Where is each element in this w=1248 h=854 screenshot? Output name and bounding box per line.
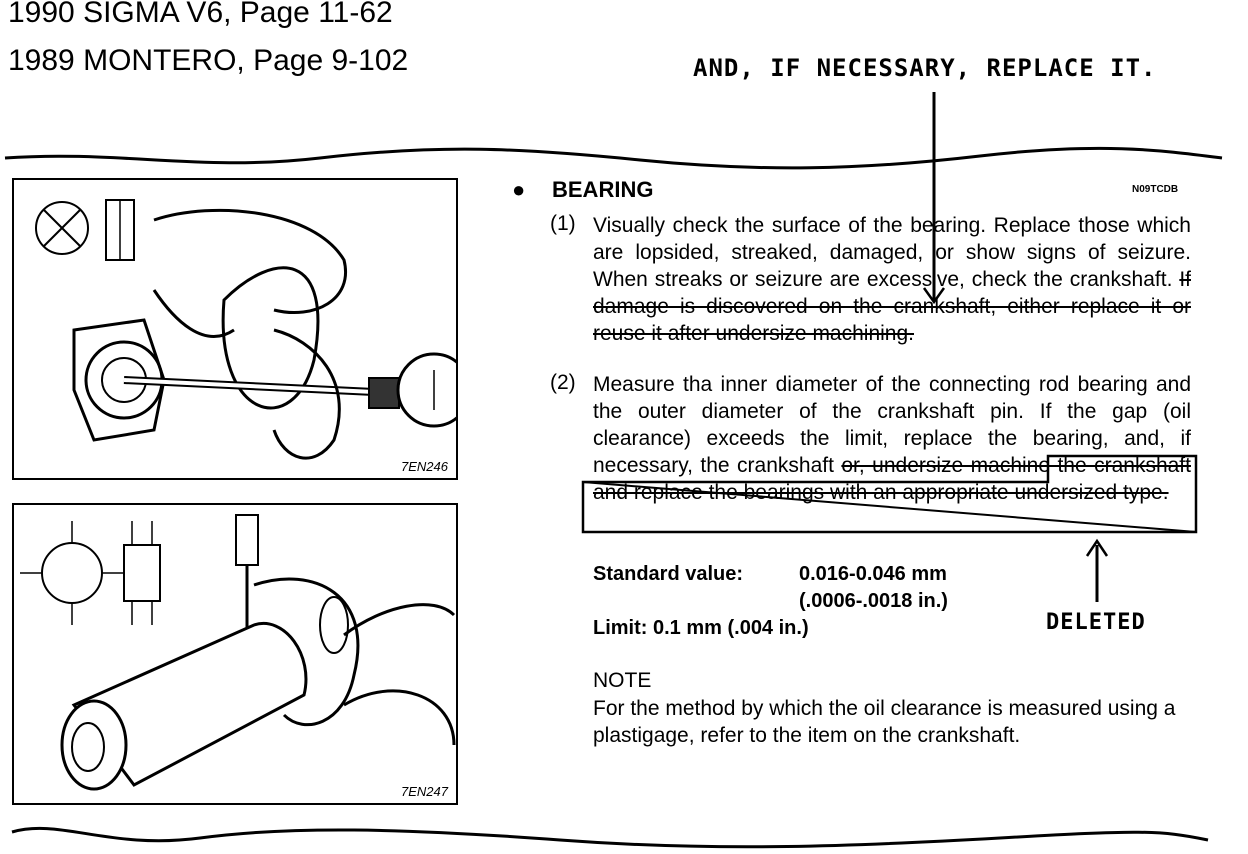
limit-value: Limit: 0.1 mm (.004 in.) <box>593 617 809 639</box>
step-number-1: (1) <box>550 212 576 235</box>
step-number-2: (2) <box>550 371 576 394</box>
step-2-body: Measure tha inner diameter of the connec… <box>593 373 1191 477</box>
step-2-text: Measure tha inner diameter of the connec… <box>593 371 1191 506</box>
handwritten-note-top: AND, IF NECESSARY, REPLACE IT. <box>693 54 1157 82</box>
figure-label: 7EN247 <box>401 784 448 799</box>
standard-value-label: Standard value: <box>593 563 744 585</box>
standard-value-mm: 0.016-0.046 mm <box>799 563 947 585</box>
note-text: For the method by which the oil clearanc… <box>593 697 1176 747</box>
note-heading: NOTE <box>593 669 652 692</box>
standard-value-in: (.0006-.0018 in.) <box>799 590 948 612</box>
step-1-body: Visually check the surface of the bearin… <box>593 214 1191 291</box>
micrometer-illustration <box>20 514 456 791</box>
bottom-wavy-separator <box>11 826 1209 849</box>
step-1-text: Visually check the surface of the bearin… <box>593 212 1191 347</box>
header-line-1: 1990 SIGMA V6, Page 11-62 <box>8 0 393 29</box>
step-2-struck-text: or, undersize machine the crankshaft and… <box>593 454 1191 504</box>
bore-gauge-illustration <box>35 199 472 460</box>
header-line-2: 1989 MONTERO, Page 9-102 <box>8 44 409 77</box>
figure-bearing-inner-diameter: 7EN246 <box>12 178 472 480</box>
figure-crankshaft-pin-diameter: 7EN247 <box>12 503 458 805</box>
section-bullet: ● <box>512 177 526 202</box>
deleted-arrow-head <box>1085 538 1109 557</box>
handwritten-deleted: DELETED <box>1046 610 1146 635</box>
section-title: BEARING <box>552 177 654 202</box>
section-code: N09TCDB <box>1132 184 1179 195</box>
figure-label: 7EN246 <box>401 459 448 474</box>
deleted-diagonal <box>582 481 1197 533</box>
top-note-arrow-head <box>922 287 946 305</box>
step-1-struck-text: If damage is discovered on the crankshaf… <box>593 268 1191 345</box>
top-wavy-separator <box>4 146 1223 170</box>
deleted-box <box>581 454 1198 534</box>
